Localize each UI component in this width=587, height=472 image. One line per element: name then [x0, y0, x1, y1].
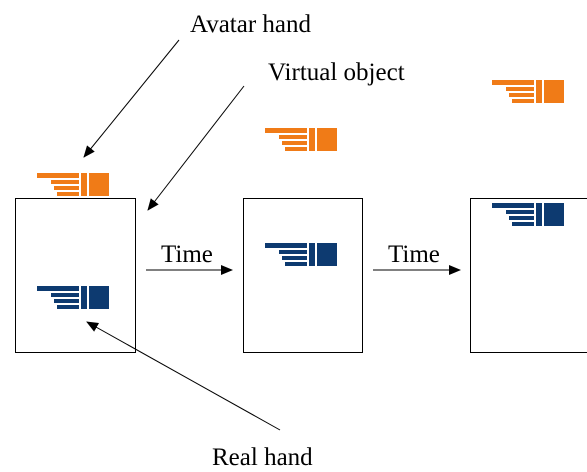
time-label-1: Time: [161, 241, 213, 268]
virtual-object-label: Virtual object: [268, 59, 405, 86]
avatar-hand-icon-2: [265, 128, 337, 151]
real-hand-icon-2: [265, 243, 337, 266]
real-hand-label: Real hand: [212, 444, 313, 471]
time-label-2: Time: [388, 241, 440, 268]
avatar-hand-icon-3: [492, 80, 564, 103]
avatar-hand-icon-1: [37, 173, 109, 196]
virtual-object-arrow: [147, 85, 245, 211]
avatar-hand-arrow: [83, 39, 180, 158]
real-hand-icon-1: [37, 286, 109, 309]
real-hand-arrow: [86, 321, 281, 431]
frame-3: [470, 198, 587, 353]
frame-1: [15, 198, 136, 353]
frame-2: [243, 198, 363, 353]
real-hand-icon-3: [492, 203, 564, 226]
avatar-hand-label: Avatar hand: [190, 11, 312, 38]
